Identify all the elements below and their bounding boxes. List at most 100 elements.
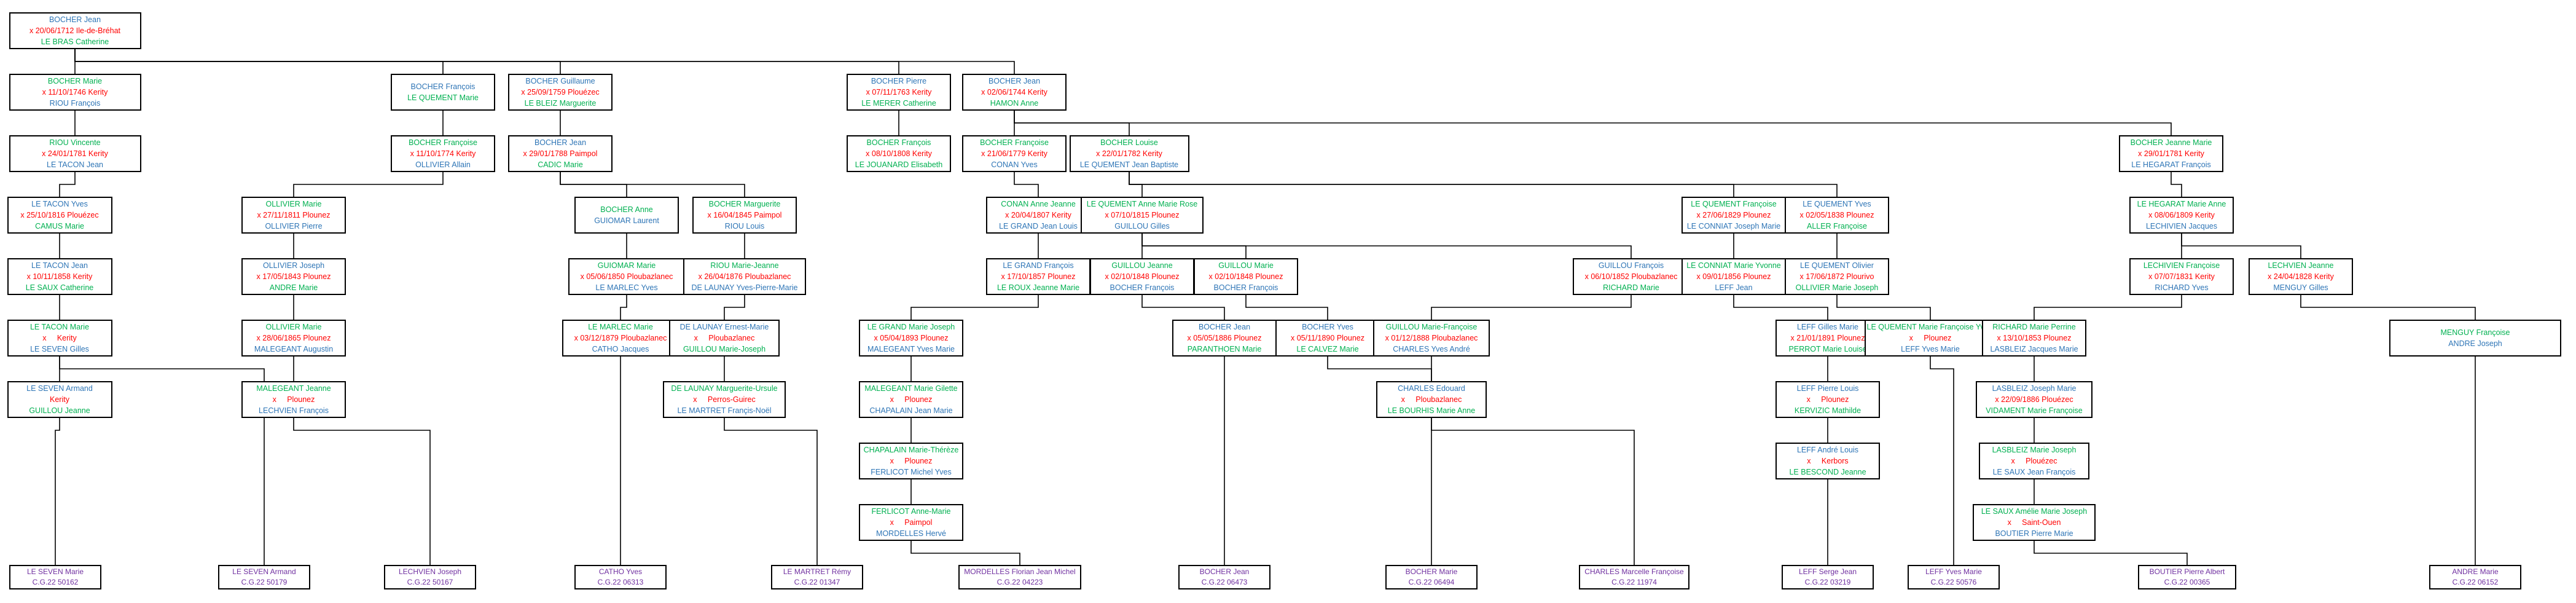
person-name: LASBLEIZ Marie Joseph [1992,446,2077,454]
person-name: VIDAMENT Marie Françoise [1986,406,2083,415]
person-name: OLLIVIER Allain [415,160,471,169]
marriage-info: x 25/09/1759 Plouézec [521,88,600,97]
record-name: LEFF Yves Marie [1925,567,1982,576]
person-name: LE SEVEN Armand [26,384,93,393]
person-name: LE BRAS Catherine [41,37,109,46]
person-name: GUILLOU Jeanne [29,406,90,415]
marriage-info: x Paimpol [890,518,933,527]
person-name: LE SAUX Amélie Marie Joseph [1981,507,2088,516]
person-name: LE BESCOND Jeanne [1789,468,1866,476]
marriage-info: x 02/05/1838 Plounez [1799,211,1874,219]
person-name: LE QUEMENT Anne Marie Rose [1086,200,1198,208]
record-name: BOCHER Marie [1405,567,1458,576]
marriage-info: x 08/06/1809 Kerity [2148,211,2215,219]
person-name: LE MARTRET Françis-Noël [677,406,772,415]
marriage-info: x 05/05/1886 Plounez [1187,334,1262,342]
marriage-info: x 27/06/1829 Plounez [1696,211,1771,219]
person-name: LE SAUX Jean François [1992,468,2076,476]
marriage-info: x 03/12/1879 Ploubazlanec [574,334,667,342]
connector-line [2034,295,2182,320]
connector-line [1129,172,1838,197]
person-name: BOCHER Marie [47,77,103,85]
marriage-info: x 07/11/1763 Kerity [866,88,932,97]
person-name: BOCHER Guillaume [525,77,595,85]
person-name: BOUTIER Pierre Marie [1995,529,2073,538]
marriage-info: x 08/10/1808 Kerity [866,149,932,158]
person-name: ANDRE Joseph [2448,339,2502,348]
person-name: GUILLOU François [1598,261,1664,270]
